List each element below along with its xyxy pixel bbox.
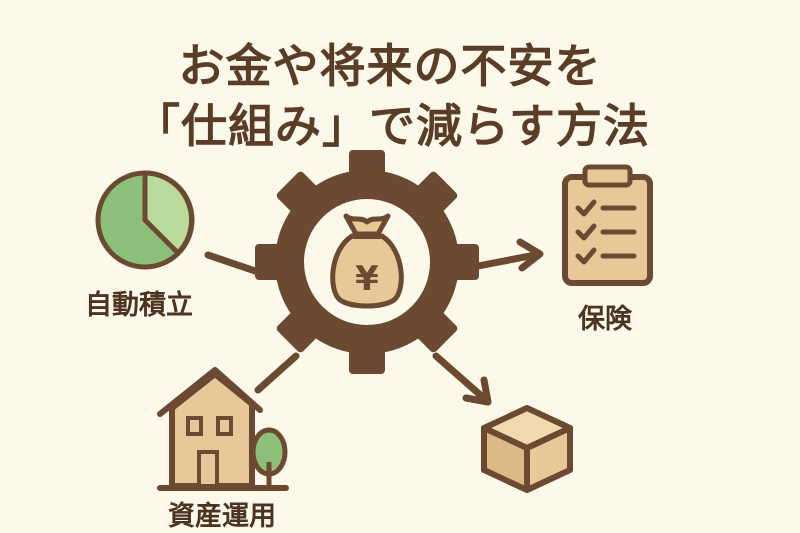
yen-symbol: ¥ <box>355 259 379 299</box>
tree-icon <box>250 427 288 488</box>
title-line-1: お金や将来の不安を <box>178 39 602 93</box>
label-asset-management: 資産運用 <box>168 501 276 532</box>
connectors <box>204 238 544 406</box>
box-icon <box>481 405 573 493</box>
connector-asset-management <box>254 352 300 394</box>
label-insurance: 保険 <box>578 304 632 335</box>
connector-auto-savings <box>204 251 262 276</box>
pie-chart-icon <box>95 170 195 270</box>
arrowhead-insurance <box>516 238 544 272</box>
arrowhead-box <box>462 376 492 406</box>
clipboard-checklist-icon <box>562 164 653 286</box>
title-line-2: 「仕組み」で減らす方法 <box>133 99 651 153</box>
house-icon <box>157 367 289 491</box>
money-bag-gear-icon: ¥ <box>255 150 479 374</box>
connector-insurance <box>474 251 539 270</box>
connector-box <box>432 352 490 404</box>
label-auto-savings: 自動積立 <box>85 290 193 321</box>
